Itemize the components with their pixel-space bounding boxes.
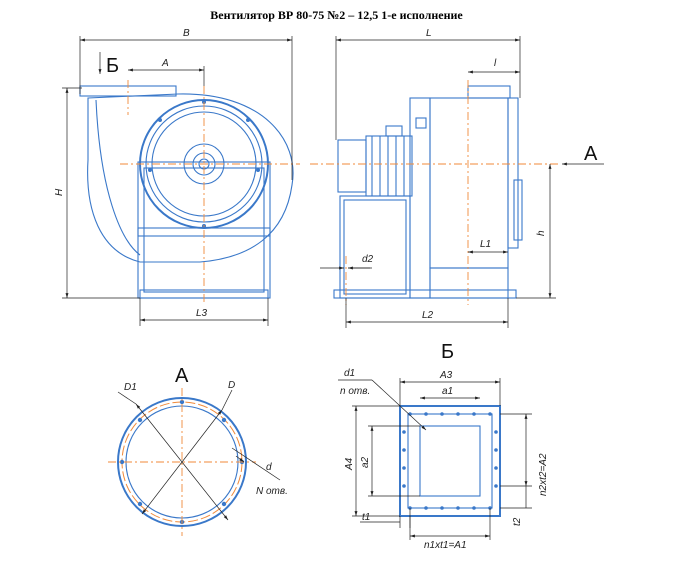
view-mark-a: А xyxy=(584,143,598,165)
dim-n1-label: n1xt1=A1 xyxy=(424,540,467,551)
dim-D-label: D xyxy=(228,380,235,391)
view-b-flange: Б A3 a1 d1 n отв. A4 a2 xyxy=(338,341,549,551)
dim-N-label: N отв. xyxy=(256,486,288,497)
dim-t1-label: t1 xyxy=(362,512,370,523)
dim-H-label: H xyxy=(54,188,65,196)
dim-B-label: B xyxy=(183,28,190,39)
view-b-heading: Б xyxy=(441,341,454,363)
dim-d2-label: d2 xyxy=(362,254,374,265)
front-view: B A Б H L3 xyxy=(54,28,300,326)
drawing-title: Вентилятор ВР 80-75 №2 – 12,5 1-е исполн… xyxy=(210,8,463,22)
dim-L3-label: L3 xyxy=(196,308,208,319)
dim-a1-label: a1 xyxy=(442,386,453,397)
dim-D1-label: D1 xyxy=(124,382,137,393)
section-mark-b: Б xyxy=(106,55,119,77)
dim-n-label: n отв. xyxy=(340,386,370,397)
view-a-flange: А D1 D d N отв. xyxy=(108,365,288,536)
dim-t2-label: t2 xyxy=(512,517,523,526)
dim-d1-label: d1 xyxy=(344,368,355,379)
dim-l-label: l xyxy=(494,58,497,69)
dim-n2-label: n2xt2=A2 xyxy=(538,453,549,496)
dim-A-label: A xyxy=(161,58,169,69)
dim-L2-label: L2 xyxy=(422,310,434,321)
dim-A3-label: A3 xyxy=(439,370,453,381)
dim-h-label: h xyxy=(536,230,547,236)
view-a-heading: А xyxy=(175,365,189,387)
dim-d-label: d xyxy=(266,462,272,473)
side-view: L l А h L1 d2 L2 xyxy=(310,28,604,328)
dim-L1-label: L1 xyxy=(480,239,491,250)
dim-a2-label: a2 xyxy=(360,456,371,468)
dim-A4-label: A4 xyxy=(344,457,355,471)
dim-L-label: L xyxy=(426,28,432,39)
